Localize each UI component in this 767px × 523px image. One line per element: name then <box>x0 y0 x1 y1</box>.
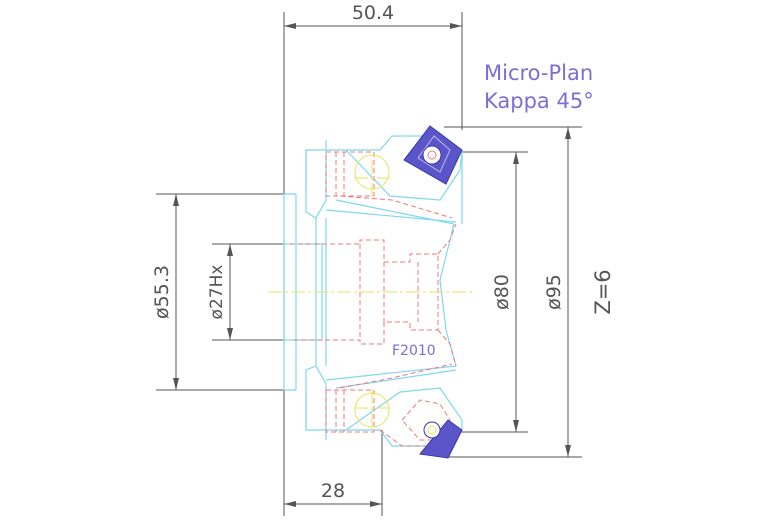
dim-dia-inner: ø80 <box>491 274 513 310</box>
dimension-arrows <box>173 23 571 507</box>
center-lines <box>268 160 472 426</box>
cutter-body-outline <box>283 135 463 447</box>
title-line-1: Micro-Plan <box>484 61 593 85</box>
hidden-lines <box>290 151 457 447</box>
dim-dia-bore: ø55.3 <box>151 265 173 319</box>
dim-width-top: 50.4 <box>352 2 394 24</box>
screw-heads <box>354 154 390 428</box>
title-line-2: Kappa 45° <box>484 89 594 113</box>
teeth-count: Z=6 <box>591 269 615 314</box>
insert-top <box>403 125 463 185</box>
dim-dia-outer: ø95 <box>543 274 565 310</box>
dim-dia-hub: ø27Hx <box>207 265 227 320</box>
dimension-lines <box>156 12 582 516</box>
insert-label: F2010 <box>392 343 436 359</box>
dim-width-bottom: 28 <box>321 480 345 502</box>
insert-bottom <box>419 419 463 459</box>
